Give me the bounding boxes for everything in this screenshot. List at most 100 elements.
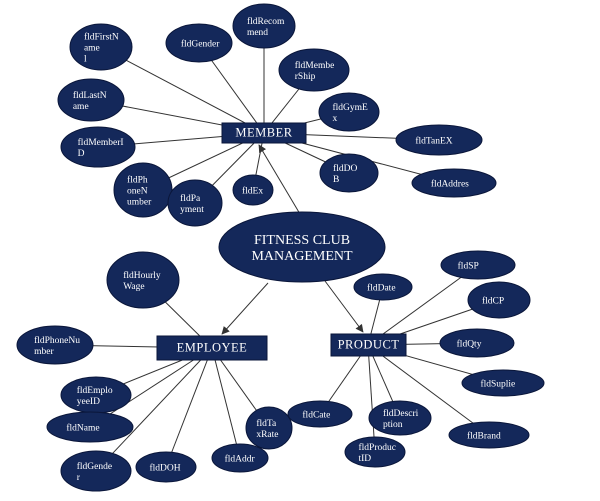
- attribute-ellipse: [135, 451, 197, 483]
- attribute-label-line: fldMemberI: [78, 137, 124, 148]
- attribute-ellipse: [353, 273, 413, 301]
- attribute-ellipse: [16, 325, 94, 365]
- attribute-label-line: fldSP: [458, 261, 479, 272]
- attribute-p-qty: fldQty: [439, 328, 515, 358]
- attribute-ellipse: [60, 450, 132, 492]
- attribute-label-line: fldDOH: [150, 463, 181, 474]
- attribute-label-line: oneN: [127, 187, 148, 197]
- attribute-e-gender: fldGender: [60, 450, 132, 492]
- attribute-ellipse: [278, 48, 350, 92]
- attribute-ellipse: [318, 92, 380, 132]
- attribute-label-line: fldSuplie: [480, 379, 515, 390]
- attribute-ellipse: [448, 421, 530, 449]
- attribute-ellipse: [232, 3, 296, 49]
- center-ellipse: [218, 211, 386, 283]
- attribute-p-date: fldDate: [353, 273, 413, 301]
- edge-p-productid-to-product: [367, 344, 376, 453]
- attribute-label-line: fldGender: [181, 39, 220, 50]
- attribute-label-line: mend: [247, 28, 268, 38]
- attribute-ellipse: [440, 250, 516, 280]
- attribute-label-line: fldGymE: [333, 102, 369, 113]
- entity-employee: EMPLOYEE: [156, 335, 268, 361]
- attribute-ellipse: [232, 174, 274, 206]
- edge-m-firstname-to-member: [100, 46, 265, 134]
- attribute-m-tanex: fldTanEX: [395, 124, 483, 156]
- attribute-ellipse: [287, 400, 353, 428]
- attribute-label-line: ame: [73, 102, 89, 112]
- attribute-p-brand: fldBrand: [448, 421, 530, 449]
- entity-member: MEMBER: [221, 122, 307, 144]
- attribute-e-name: fldName: [46, 411, 134, 443]
- entity-box: [221, 122, 307, 144]
- attribute-label-line: yment: [180, 205, 204, 215]
- attribute-ellipse: [165, 23, 233, 63]
- attribute-ellipse: [69, 23, 133, 71]
- attribute-ellipse: [245, 406, 293, 450]
- attribute-label-line: fldCate: [302, 410, 330, 421]
- edge-e-addr-to-employee: [211, 347, 241, 459]
- attribute-label-line: fldAddres: [431, 179, 469, 190]
- attribute-ellipse: [411, 168, 497, 198]
- attribute-label-line: x: [333, 114, 338, 124]
- attribute-label-line: umber: [127, 198, 152, 208]
- attribute-e-addr: fldAddr: [211, 443, 269, 473]
- attribute-ellipse: [113, 162, 173, 218]
- attribute-label-line: r: [77, 473, 81, 483]
- attribute-ellipse: [467, 281, 531, 319]
- arrow-center-to-member: [258, 144, 301, 215]
- attribute-label-line: fldPa: [180, 193, 201, 204]
- attribute-p-cp: fldCP: [467, 281, 531, 319]
- edge-e-doh-to-employee: [165, 347, 213, 468]
- entity-label-line: EMPLOYEE: [177, 341, 248, 355]
- attribute-label-line: fldDescri: [383, 408, 419, 419]
- attribute-ellipse: [319, 153, 379, 193]
- arrow-center-to-employee: [221, 282, 269, 335]
- attribute-ellipse: [60, 126, 136, 168]
- entity-box: [156, 335, 268, 361]
- attribute-m-gender: fldGender: [165, 23, 233, 63]
- attribute-label-line: mber: [34, 347, 54, 357]
- attribute-e-doh: fldDOH: [135, 451, 197, 483]
- attribute-label-line: fldMembe: [295, 60, 335, 71]
- attribute-label-line: fldFirstN: [84, 32, 119, 43]
- attribute-ellipse: [461, 369, 545, 397]
- attribute-label-line: fldEx: [242, 186, 263, 197]
- entity-label-line: PRODUCT: [338, 338, 400, 352]
- attribute-ellipse: [344, 436, 406, 468]
- attribute-ellipse: [167, 179, 223, 227]
- attribute-label-line: ame: [84, 44, 100, 54]
- entity-box: [330, 333, 407, 357]
- arrow-center-to-product: [324, 280, 364, 333]
- attribute-label-line: fldGende: [77, 461, 112, 472]
- attribute-ellipse: [106, 251, 180, 309]
- attribute-label-line: fldTanEX: [415, 136, 452, 147]
- center-label-line: MANAGEMENT: [251, 249, 353, 264]
- edge-p-brand-to-product: [367, 344, 490, 436]
- attribute-label-line: B: [333, 175, 339, 185]
- edge-e-gender-to-employee: [95, 347, 213, 472]
- attribute-label-line: D: [78, 149, 85, 159]
- attribute-label-line: fldPh: [127, 175, 148, 186]
- entity-label-line: MEMBER: [235, 126, 292, 140]
- attribute-label-line: fldDate: [367, 283, 396, 294]
- attribute-ellipse: [57, 78, 125, 122]
- attribute-label-line: yeeID: [77, 397, 100, 407]
- attribute-label-line: fldQty: [457, 339, 482, 350]
- attribute-ellipse: [395, 124, 483, 156]
- attribute-label-line: l: [84, 55, 87, 65]
- attribute-ellipse: [439, 328, 515, 358]
- edge-p-sp-to-product: [367, 264, 479, 346]
